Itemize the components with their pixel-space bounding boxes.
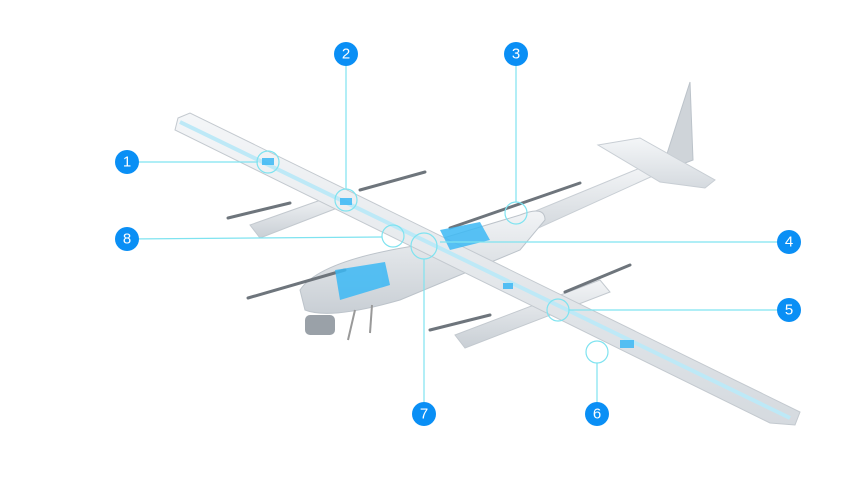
svg-text:2: 2	[342, 46, 350, 63]
callout-2: 2	[334, 42, 358, 66]
leader-lines	[126, 54, 789, 414]
wing-spar-highlight	[179, 120, 791, 420]
callout-8: 8	[115, 227, 139, 251]
callout-6: 6	[585, 402, 609, 426]
svg-text:3: 3	[512, 46, 520, 63]
callout-4: 4	[777, 230, 801, 254]
svg-text:6: 6	[593, 406, 601, 423]
camera-gimbal	[305, 315, 335, 335]
callout-5: 5	[777, 298, 801, 322]
svg-text:5: 5	[785, 302, 793, 319]
components	[262, 158, 634, 348]
svg-text:1: 1	[123, 154, 131, 171]
svg-text:4: 4	[785, 234, 793, 251]
callout-1: 1	[115, 150, 139, 174]
svg-text:7: 7	[420, 406, 428, 423]
callout-3: 3	[504, 42, 528, 66]
propellers	[226, 170, 632, 332]
main-wing	[174, 112, 801, 426]
callout-7: 7	[412, 402, 436, 426]
svg-text:8: 8	[123, 231, 131, 248]
